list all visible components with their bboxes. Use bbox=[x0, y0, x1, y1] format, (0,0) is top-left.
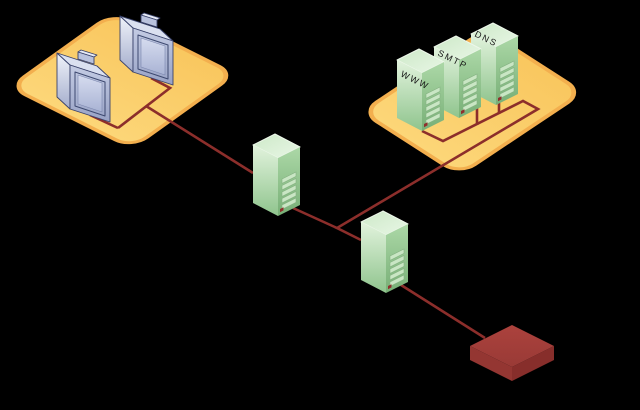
link-dmz-bus-and-uplink bbox=[334, 99, 541, 242]
firewall-tower-2 bbox=[360, 210, 409, 294]
server-tower-www bbox=[396, 48, 445, 132]
internet-box-left-face bbox=[470, 346, 512, 381]
internet-box bbox=[470, 325, 554, 381]
link-lan-to-firewall1 bbox=[145, 104, 254, 175]
lan-zone-surface bbox=[16, 17, 229, 145]
lan-zone-plane bbox=[16, 17, 229, 145]
internet-box-right-face bbox=[512, 346, 554, 381]
network-links bbox=[89, 76, 541, 340]
firewall-tower-1 bbox=[252, 133, 301, 217]
link-firewall2-to-internet bbox=[400, 283, 486, 340]
link-firewall1-to-junction bbox=[292, 206, 338, 230]
link-lan-bus bbox=[117, 76, 173, 130]
internet-box-top-face bbox=[470, 325, 554, 367]
